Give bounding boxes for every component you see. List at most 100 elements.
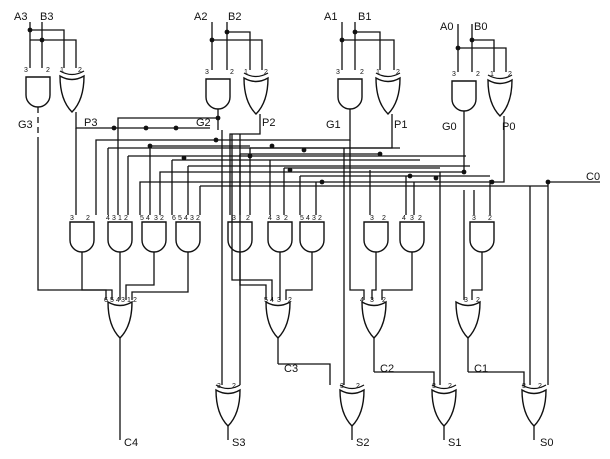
and-gate-g3 bbox=[25, 76, 51, 108]
svg-text:2: 2 bbox=[133, 297, 137, 304]
svg-text:2: 2 bbox=[360, 69, 364, 76]
svg-text:1: 1 bbox=[376, 69, 380, 76]
xor-gate-p1 bbox=[375, 72, 401, 115]
label-b0: B0 bbox=[474, 21, 487, 33]
p-to-sum-wires bbox=[221, 130, 531, 385]
svg-text:5: 5 bbox=[264, 297, 268, 304]
svg-text:3: 3 bbox=[432, 383, 436, 390]
svg-text:2: 2 bbox=[476, 71, 480, 78]
svg-text:4: 4 bbox=[106, 215, 110, 222]
svg-text:3: 3 bbox=[112, 215, 116, 222]
svg-text:3: 3 bbox=[190, 215, 194, 222]
label-c3: C3 bbox=[284, 363, 298, 375]
label-p0: P0 bbox=[502, 121, 515, 133]
and-gate-g0 bbox=[451, 80, 477, 112]
svg-text:3: 3 bbox=[312, 215, 316, 222]
xor-gate-s0 bbox=[521, 384, 547, 427]
svg-text:4: 4 bbox=[268, 215, 272, 222]
svg-text:1: 1 bbox=[490, 71, 494, 78]
or-gate-c3 bbox=[265, 301, 291, 339]
label-g3: G3 bbox=[18, 119, 33, 131]
svg-text:2: 2 bbox=[508, 71, 512, 78]
and-gate-c4-term3 bbox=[141, 221, 167, 253]
label-b3: B3 bbox=[40, 11, 53, 23]
label-p3: P3 bbox=[84, 117, 97, 129]
svg-text:2: 2 bbox=[246, 215, 250, 222]
svg-text:3: 3 bbox=[217, 383, 221, 390]
label-b2: B2 bbox=[228, 11, 241, 23]
svg-text:3: 3 bbox=[70, 215, 74, 222]
svg-text:4: 4 bbox=[402, 215, 406, 222]
xor-gate-s2 bbox=[339, 384, 365, 427]
svg-text:3: 3 bbox=[410, 215, 414, 222]
svg-text:3: 3 bbox=[277, 297, 281, 304]
and-gate-c3-term3 bbox=[299, 221, 325, 253]
svg-text:2: 2 bbox=[476, 297, 480, 304]
label-a1: A1 bbox=[324, 11, 337, 23]
labels: A3 B3 A2 B2 A1 B1 A0 B0 G3 P3 G2 P2 G1 P… bbox=[14, 11, 600, 449]
xor-gate-s3 bbox=[215, 384, 241, 427]
svg-text:1: 1 bbox=[127, 297, 131, 304]
label-a0: A0 bbox=[440, 21, 453, 33]
svg-text:3: 3 bbox=[370, 297, 374, 304]
svg-text:2: 2 bbox=[232, 383, 236, 390]
carry-output-wires bbox=[119, 338, 525, 440]
sum-xor-gates bbox=[215, 384, 547, 427]
svg-text:2: 2 bbox=[86, 215, 90, 222]
label-g1: G1 bbox=[326, 119, 341, 131]
pin-numbers: 3 2 1 2 3 2 1 2 3 2 1 2 3 2 1 2 3 2 4 3 … bbox=[24, 67, 542, 390]
svg-text:3: 3 bbox=[340, 383, 344, 390]
xor-gate-p0 bbox=[487, 74, 513, 117]
label-s0: S0 bbox=[540, 437, 553, 449]
svg-text:2: 2 bbox=[396, 69, 400, 76]
carry-or-gates bbox=[107, 301, 481, 339]
svg-text:2: 2 bbox=[418, 215, 422, 222]
svg-text:4: 4 bbox=[146, 215, 150, 222]
svg-text:2: 2 bbox=[196, 215, 200, 222]
svg-text:2: 2 bbox=[382, 297, 386, 304]
svg-text:2: 2 bbox=[160, 215, 164, 222]
svg-text:3: 3 bbox=[370, 215, 374, 222]
svg-text:6: 6 bbox=[104, 297, 108, 304]
label-s2: S2 bbox=[356, 437, 369, 449]
svg-text:2: 2 bbox=[78, 67, 82, 74]
and-gate-c4-term2 bbox=[107, 221, 133, 253]
svg-text:2: 2 bbox=[46, 67, 50, 74]
label-g0: G0 bbox=[442, 121, 457, 133]
label-s3: S3 bbox=[232, 437, 245, 449]
svg-text:4: 4 bbox=[270, 297, 274, 304]
svg-text:3: 3 bbox=[121, 297, 125, 304]
sum-output-wires bbox=[227, 426, 535, 440]
svg-text:4: 4 bbox=[184, 215, 188, 222]
svg-text:3: 3 bbox=[464, 297, 468, 304]
and-gate-g1 bbox=[337, 78, 363, 110]
svg-text:1: 1 bbox=[60, 67, 64, 74]
svg-text:3: 3 bbox=[205, 69, 209, 76]
svg-text:2: 2 bbox=[356, 383, 360, 390]
svg-text:2: 2 bbox=[230, 69, 234, 76]
label-g2: G2 bbox=[196, 117, 211, 129]
svg-text:5: 5 bbox=[140, 215, 144, 222]
label-b1: B1 bbox=[358, 11, 371, 23]
and-gate-c3-term2 bbox=[267, 221, 293, 253]
bus-junctions bbox=[111, 115, 551, 185]
input-junctions bbox=[27, 27, 475, 51]
and-gate-c2-term1 bbox=[363, 221, 389, 253]
label-p2: P2 bbox=[262, 117, 275, 129]
svg-text:3: 3 bbox=[154, 215, 158, 222]
and-gate-c4-term1 bbox=[69, 221, 95, 253]
svg-text:3: 3 bbox=[276, 215, 280, 222]
and-gate-g2 bbox=[205, 78, 231, 110]
svg-text:4: 4 bbox=[306, 215, 310, 222]
svg-text:4: 4 bbox=[360, 297, 364, 304]
label-c0: C0 bbox=[586, 171, 600, 183]
svg-text:5: 5 bbox=[110, 297, 114, 304]
svg-text:5: 5 bbox=[300, 215, 304, 222]
svg-text:2: 2 bbox=[318, 215, 322, 222]
and-gate-c4-term4 bbox=[175, 221, 201, 253]
svg-text:2: 2 bbox=[124, 215, 128, 222]
label-c4: C4 bbox=[124, 437, 138, 449]
and-gate-c2-term2 bbox=[399, 221, 425, 253]
svg-text:1: 1 bbox=[118, 215, 122, 222]
